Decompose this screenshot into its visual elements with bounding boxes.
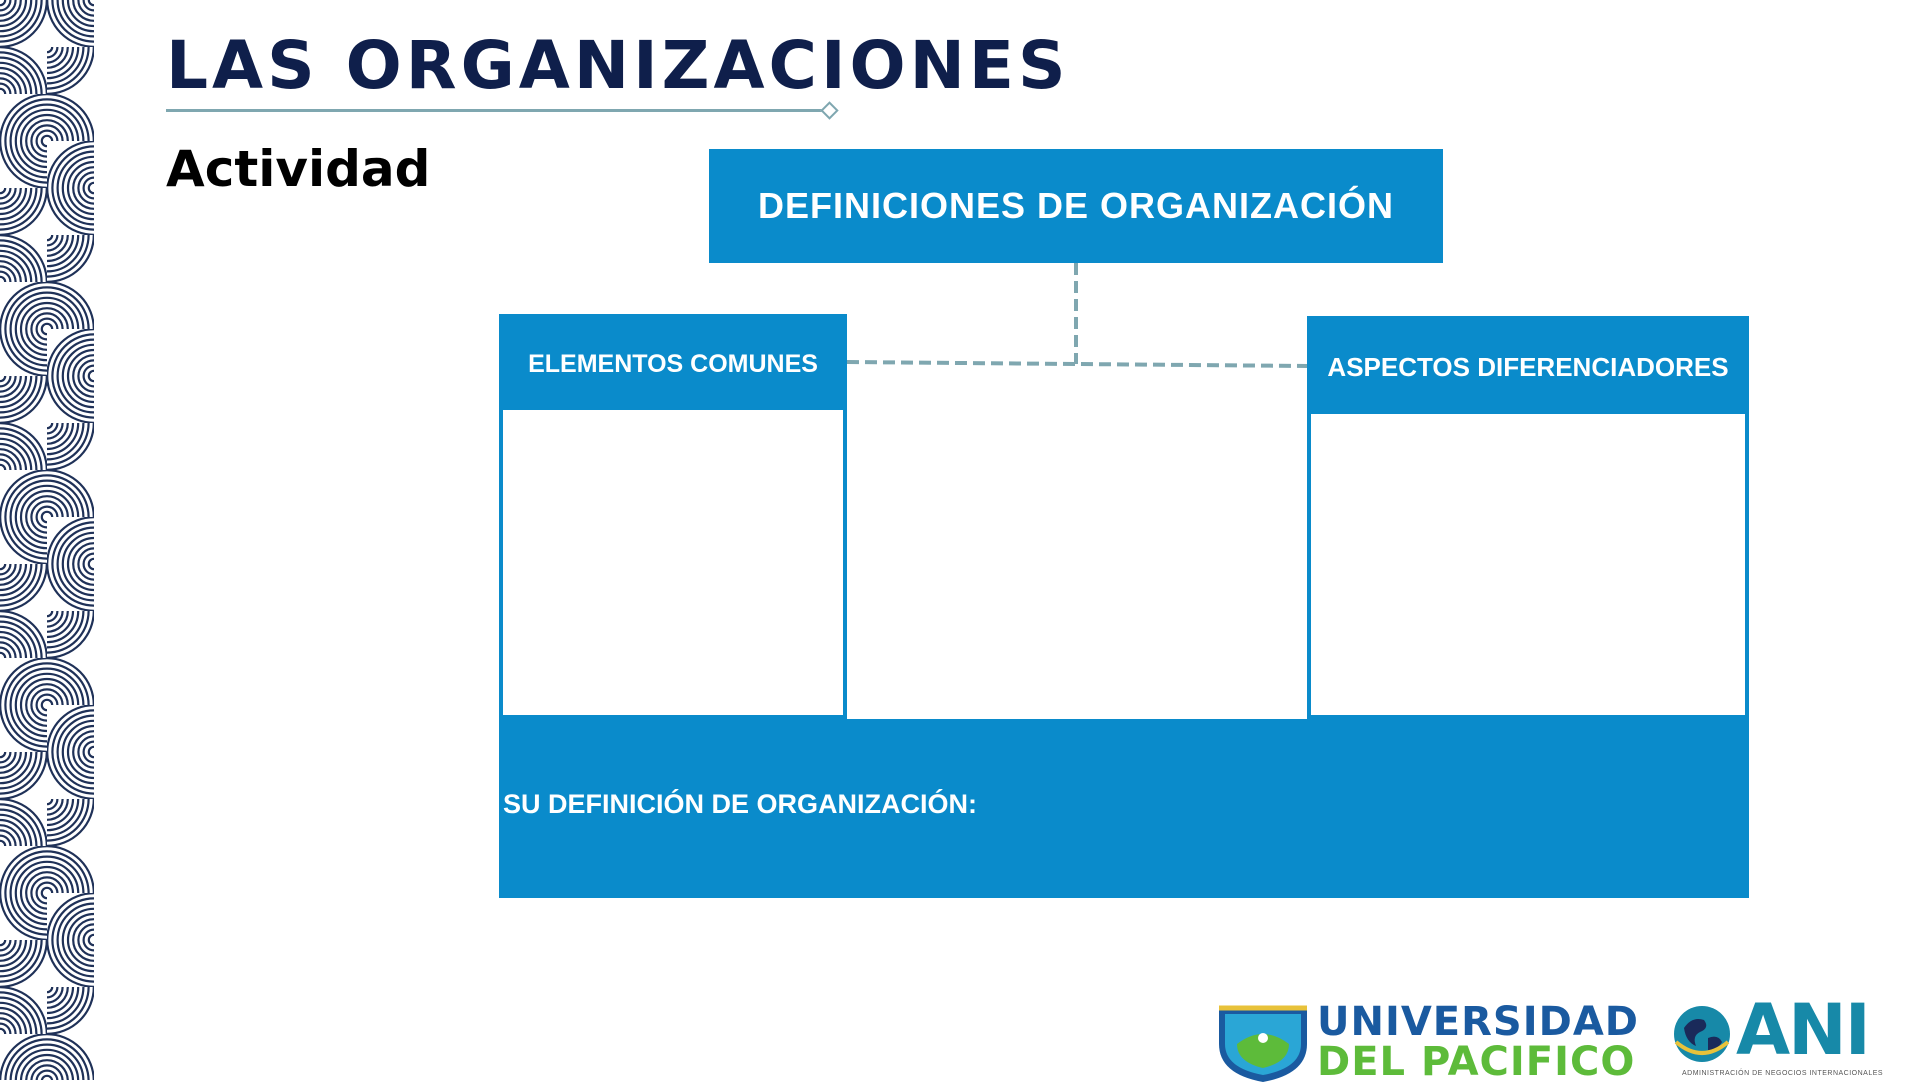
ani-name: ANI: [1736, 989, 1871, 1071]
differentiating-aspects-answer-area[interactable]: [1311, 418, 1745, 715]
ani-subtitle: ADMINISTRACIÓN DE NEGOCIOS INTERNACIONAL…: [1682, 1070, 1884, 1077]
pattern-tile: [0, 705, 47, 752]
differentiating-aspects-header: ASPECTOS DIFERENCIADORES: [1311, 320, 1745, 414]
pattern-tile: [47, 517, 94, 564]
pattern-tile: [0, 141, 47, 188]
pattern-tile: [47, 658, 94, 705]
ani-globe-icon: [1674, 1006, 1730, 1062]
pattern-tile: [47, 799, 94, 846]
pattern-tile: [0, 940, 47, 987]
pattern-tile: [47, 188, 94, 235]
pattern-tile: [0, 376, 47, 423]
common-elements-column: ELEMENTOS COMUNES: [499, 314, 847, 719]
side-decorative-pattern: [0, 0, 94, 1081]
pattern-tile: [47, 564, 94, 611]
pattern-tile: [47, 423, 94, 470]
pattern-tile: [47, 235, 94, 282]
own-definition-label: SU DEFINICIÓN DE ORGANIZACIÓN:: [503, 789, 978, 819]
title-underline: [166, 109, 826, 112]
pattern-tile: [47, 611, 94, 658]
pattern-tile: [0, 329, 47, 376]
pattern-tile: [0, 564, 47, 611]
concentric-arc-pattern-icon: [0, 0, 94, 1081]
pattern-tile: [47, 987, 94, 1034]
pattern-tile: [47, 376, 94, 423]
universidad-del-pacifico-logo: UNIVERSIDAD DEL PACIFICO: [1215, 1000, 1638, 1090]
udp-name-line1: UNIVERSIDAD: [1317, 999, 1639, 1045]
definitions-box: DEFINICIONES DE ORGANIZACIÓN: [709, 149, 1443, 263]
pattern-tile: [0, 752, 47, 799]
pattern-tile: [47, 893, 94, 940]
connector-horizontal: [846, 360, 1308, 368]
differentiating-aspects-column: ASPECTOS DIFERENCIADORES: [1307, 316, 1749, 719]
pattern-tile: [47, 705, 94, 752]
udp-name-line2: DEL PACIFICO: [1317, 1039, 1636, 1085]
common-elements-header: ELEMENTOS COMUNES: [503, 318, 843, 410]
own-definition-box[interactable]: SU DEFINICIÓN DE ORGANIZACIÓN:: [499, 719, 1749, 898]
udp-shield-icon: [1219, 1005, 1307, 1082]
pattern-tile: [47, 329, 94, 376]
pattern-tile: [0, 611, 47, 658]
pattern-tile: [0, 517, 47, 564]
pattern-tile: [0, 188, 47, 235]
pattern-tile: [47, 752, 94, 799]
pattern-tile: [47, 0, 94, 47]
pattern-tile: [47, 141, 94, 188]
ani-logo: ANI ADMINISTRACIÓN DE NEGOCIOS INTERNACI…: [1670, 990, 1890, 1080]
pattern-tile: [0, 0, 47, 47]
pattern-tile: [47, 940, 94, 987]
page-title: LAS ORGANIZACIONES: [166, 27, 1070, 104]
pattern-tile: [0, 799, 47, 846]
pattern-tile: [0, 47, 47, 94]
common-elements-answer-area[interactable]: [503, 414, 843, 715]
pattern-tile: [0, 893, 47, 940]
pattern-tile: [0, 987, 47, 1034]
pattern-tile: [47, 846, 94, 893]
activity-subtitle: Actividad: [166, 140, 431, 198]
